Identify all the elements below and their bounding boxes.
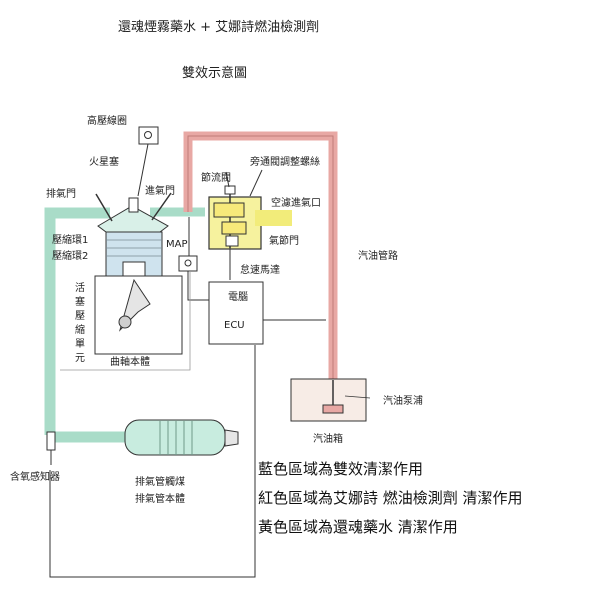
valve-arrow-right [151,192,172,221]
label-catalyst-line1: 排氣管觸煤 [135,475,185,488]
throttle-pointer-line [225,171,230,188]
label-catalyst-line2: 排氣管本體 [135,492,185,505]
label-compression-ring-2: 壓縮環2 [52,249,88,262]
idle-valve [225,235,239,247]
muffler-tail [224,429,239,447]
label-crank-body: 曲軸本體 [110,355,150,368]
label-ignition-coil: 高壓線圈 [87,114,127,127]
bypass-pointer-line [249,169,263,197]
label-compression-ring-1: 壓縮環1 [52,233,88,246]
legend-yellow: 黃色區域為還魂藥水 清潔作用 [258,518,458,536]
left-air-pipe [60,270,191,371]
label-piston-unit: 活塞壓縮單元 [73,282,85,366]
fuel-pump-pointer [344,395,371,399]
label-fuel-pump: 汽油泵浦 [383,394,423,407]
throttle-cap [224,185,236,195]
blue-zone-catalyst [124,419,226,456]
legend-blue: 藍色區域為雙效清潔作用 [258,460,423,478]
label-o2-sensor: 含氧感知器 [10,470,60,483]
label-map-sensor: MAP [166,239,188,250]
diagram-subtitle: 雙效示意圖 [182,65,247,81]
map-to-ecu-wire [187,271,210,301]
label-throttle-valve: 節流閥 [201,171,231,184]
diagram-title: 還魂煙霧藥水 + 艾娜詩燃油檢測劑 [118,19,319,35]
blue-zone-exhaust-path [44,207,110,435]
fuel-pump-icon [322,404,344,414]
valve-arrow-left [95,193,113,222]
spark-plug-icon [128,197,139,213]
label-fuel-line: 汽油管路 [358,249,398,262]
yellow-zone-intake-duct [255,210,292,226]
map-sensor-icon [178,255,198,272]
label-spark-plug: 火星塞 [89,155,119,168]
label-ecu-line2: ECU [224,320,245,331]
fuel-tank [290,378,367,422]
throttle-slide [213,202,245,218]
label-ecu-line1: 電腦 [228,290,248,303]
label-air-intake: 空濾進氣口 [271,196,321,209]
label-fuel-tank: 汽油箱 [313,432,343,445]
label-throttle-gate: 氣節門 [269,234,299,247]
crank-weight [118,315,132,329]
label-bypass-screw: 旁通閥調整螺絲 [250,155,320,168]
label-intake-valve: 進氣門 [145,184,175,197]
ignition-wire [137,143,149,197]
throttle-plate [221,221,247,235]
ecu-ground-wire [49,345,256,578]
o2-sensor-icon [46,431,56,451]
legend-red: 紅色區域為艾娜詩 燃油檢測劑 清潔作用 [258,489,523,507]
red-zone-fuel-line-outline [187,135,334,380]
ecu-box [208,281,264,345]
label-exhaust-valve: 排氣門 [46,187,76,200]
ignition-coil-icon [144,131,152,139]
map-sensor-dial [184,259,192,267]
cylinder-head [97,205,169,233]
label-idle-motor: 怠速馬達 [240,263,280,276]
